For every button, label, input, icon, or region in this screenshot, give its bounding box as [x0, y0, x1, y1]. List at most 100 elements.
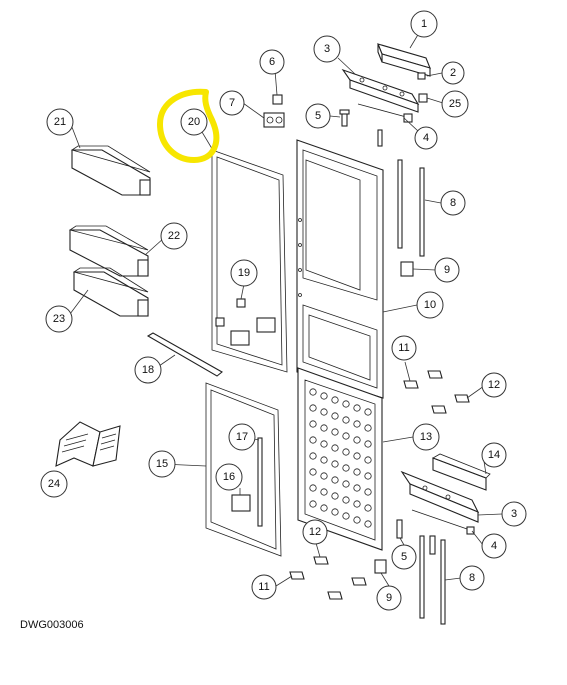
door-grid-dimple [353, 404, 361, 412]
callout-24: 24 [40, 470, 68, 498]
door-grid-dimple [342, 416, 350, 424]
callout-17: 17 [228, 423, 256, 451]
part-7-hinge-block [263, 112, 285, 128]
svg-text:1: 1 [421, 18, 427, 30]
svg-text:12: 12 [488, 379, 500, 391]
svg-text:4: 4 [491, 540, 497, 552]
part-lower-hinge-bracket [400, 470, 480, 523]
callout-5: 5 [305, 103, 331, 129]
svg-text:11: 11 [258, 581, 269, 593]
door-grid-dimple [364, 504, 372, 512]
door-grid-dimple [320, 440, 328, 448]
part-lower-hinge-rod [411, 509, 475, 535]
callout-16: 16 [215, 463, 243, 491]
svg-text:17: 17 [236, 431, 248, 443]
svg-text:18: 18 [142, 364, 154, 376]
part-clip-25 [418, 93, 428, 103]
callout-8: 8 [440, 190, 466, 216]
door-grid-dimple [331, 428, 339, 436]
door-grid-dimple [353, 516, 361, 524]
svg-text:23: 23 [53, 313, 65, 325]
door-grid-dimple [364, 472, 372, 480]
door-grid-dimple [331, 396, 339, 404]
door-grid-dimple [320, 488, 328, 496]
part-lower-small-brackets [289, 556, 367, 600]
svg-text:5: 5 [401, 551, 407, 563]
callout-11-lower: 11 [251, 574, 277, 600]
svg-text:16: 16 [223, 471, 235, 483]
svg-text:7: 7 [229, 97, 235, 109]
svg-text:3: 3 [511, 508, 517, 520]
door-grid-dimple [364, 520, 372, 528]
door-grid-dimple [342, 512, 350, 520]
door-grid-dimple [353, 436, 361, 444]
callout-10: 10 [416, 291, 444, 319]
part-18-strip [146, 332, 223, 377]
door-grid-dimple [331, 492, 339, 500]
callout-4-lower: 4 [481, 533, 507, 559]
callout-20: 20 [180, 108, 208, 136]
svg-text:22: 22 [168, 230, 180, 242]
door-grid-dimple [342, 448, 350, 456]
part-24-manual [55, 421, 121, 467]
door-grid-dimple [342, 464, 350, 472]
drawing-code: DWG003006 [20, 619, 84, 631]
part-6-bracket [272, 94, 283, 105]
part-upper-door [296, 139, 384, 399]
part-upper-latch [400, 261, 414, 277]
svg-text:8: 8 [450, 197, 456, 209]
callout-4: 4 [414, 126, 438, 150]
callout-19: 19 [230, 259, 258, 287]
callout-6: 6 [259, 49, 285, 75]
door-grid-dimple [353, 468, 361, 476]
door-grid-dimple [320, 408, 328, 416]
svg-text:20: 20 [188, 116, 200, 128]
svg-text:15: 15 [156, 458, 168, 470]
highlight-marker [156, 88, 220, 164]
svg-text:21: 21 [54, 116, 66, 128]
part-clip-2 [417, 72, 426, 80]
door-grid-dimple [331, 508, 339, 516]
door-grid-dimple [353, 500, 361, 508]
part-upper-hinge-bracket [341, 68, 420, 113]
door-grid-dimple [320, 456, 328, 464]
callout-22: 22 [160, 222, 188, 250]
svg-text:2: 2 [450, 67, 456, 79]
door-grid-dimple [353, 452, 361, 460]
door-grid-dimple [364, 424, 372, 432]
door-grid-dimple [320, 472, 328, 480]
door-grid-dimple [342, 496, 350, 504]
door-grid-dimple [364, 456, 372, 464]
svg-text:24: 24 [48, 478, 60, 490]
svg-text:14: 14 [488, 449, 500, 461]
door-grid-dimple [331, 412, 339, 420]
part-upper-rods [397, 159, 425, 257]
part-lower-pins-rods [396, 519, 446, 625]
door-grid-dimple [320, 504, 328, 512]
part-small-pin [377, 129, 383, 147]
door-grid-dimple [331, 444, 339, 452]
callout-21: 21 [46, 108, 74, 136]
callout-14: 14 [481, 442, 507, 468]
callout-5-lower: 5 [391, 544, 417, 570]
part-lower-latch [374, 559, 387, 574]
door-grid-dimple [309, 420, 317, 428]
door-grid-dimple [309, 468, 317, 476]
part-upper-pin [339, 109, 350, 127]
callout-3: 3 [313, 35, 341, 63]
part-door-bin-22 [69, 225, 149, 277]
svg-text:13: 13 [420, 431, 432, 443]
door-grid-dimple [353, 484, 361, 492]
svg-text:9: 9 [386, 592, 392, 604]
svg-text:25: 25 [449, 98, 461, 110]
part-11-upper-brackets [403, 370, 443, 389]
door-grid-dimple [309, 404, 317, 412]
door-grid-dimple [342, 400, 350, 408]
callout-9-lower: 9 [376, 585, 402, 611]
part-top-cover [377, 43, 431, 77]
callout-12-lower: 12 [302, 519, 328, 545]
part-upper-door-gasket [211, 149, 288, 373]
svg-text:3: 3 [324, 43, 330, 55]
callout-25: 25 [441, 90, 469, 118]
door-grid-dimple [320, 424, 328, 432]
